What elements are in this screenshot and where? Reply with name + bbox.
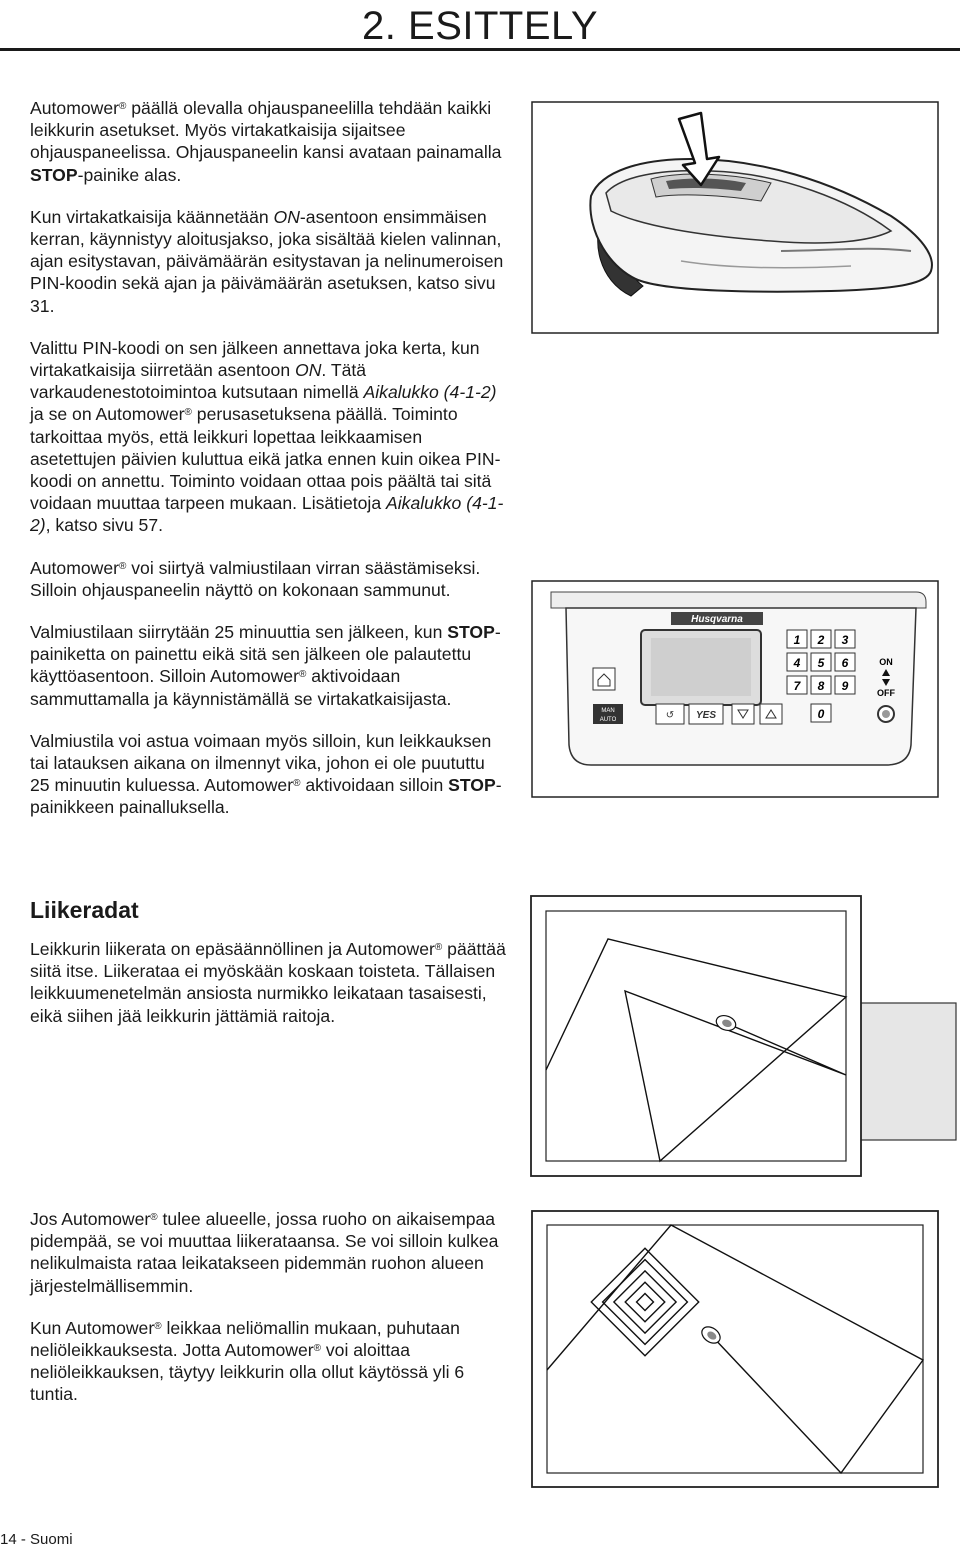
section-heading-liikeradat: Liikeradat	[30, 897, 139, 923]
panel-lid-edge	[550, 591, 927, 609]
back-icon: ↺	[666, 710, 674, 721]
up-button[interactable]	[759, 703, 783, 725]
up-arrow-icon	[765, 709, 777, 719]
key-5-label: 5	[818, 656, 825, 670]
key-3-label: 3	[842, 633, 849, 647]
spiral-cutting-diagram	[531, 1210, 939, 1488]
intro-text-block: Automower® päällä olevalla ohjauspaneeli…	[30, 97, 508, 819]
brand-plate	[671, 612, 763, 625]
body-stripe	[780, 247, 912, 252]
key-6[interactable]	[834, 652, 856, 672]
mower-illustration	[531, 101, 939, 334]
on-arrow-icon	[882, 669, 890, 676]
key-8-label: 8	[818, 679, 825, 693]
figure-frame	[530, 895, 862, 1177]
key-0[interactable]	[810, 703, 832, 723]
key-4-label: 4	[793, 656, 801, 670]
key-4[interactable]	[786, 652, 808, 672]
brand-name: Husqvarna	[691, 614, 743, 625]
key-3[interactable]	[834, 629, 856, 649]
auto-label: AUTO	[600, 717, 617, 723]
key-5[interactable]	[810, 652, 832, 672]
key-9[interactable]	[834, 675, 856, 695]
key-1[interactable]	[786, 629, 808, 649]
yes-label: YES	[696, 710, 716, 721]
body-stripe	[680, 260, 852, 269]
lawn-boundary	[546, 1224, 924, 1474]
random-cutting-diagram	[530, 895, 957, 1177]
stop-button	[666, 178, 746, 191]
paragraph-standby-fault: Valmiustila voi astua voimaan myös sillo…	[30, 730, 502, 818]
keypad: 1 2 3 4 5 6 7 8 9 0	[786, 629, 856, 723]
figure-frame	[531, 1210, 939, 1488]
back-button[interactable]	[655, 703, 685, 725]
movement-text-block: Leikkurin liikerata on epäsäännöllinen j…	[30, 938, 508, 1027]
paragraph-movement: Leikkurin liikerata on epäsäännöllinen j…	[30, 939, 506, 1026]
key-0-label: 0	[818, 707, 825, 721]
paragraph-spiral-cutting: Kun Automower® leikkaa neliömallin mukaa…	[30, 1317, 465, 1405]
key-2[interactable]	[810, 629, 832, 649]
key-6-label: 6	[842, 656, 849, 670]
home-icon	[597, 673, 611, 687]
display-screen	[651, 638, 751, 696]
on-label: ON	[879, 657, 893, 667]
down-arrow-icon	[737, 709, 749, 719]
paragraph-longer-grass: Jos Automower® tulee alueelle, jossa ruo…	[30, 1209, 499, 1296]
mower-icon	[715, 1014, 737, 1032]
path-line	[546, 1224, 925, 1475]
paragraph-control-panel: Automower® päällä olevalla ohjauspaneeli…	[30, 98, 502, 185]
down-button[interactable]	[731, 703, 755, 725]
off-arrow-icon	[882, 679, 890, 686]
control-panel-illustration: Husqvarna MAN AUTO ↺ YES 1 2 3 4 5 6 7 8…	[531, 580, 939, 798]
paragraph-pin: Valittu PIN-koodi on sen jälkeen annetta…	[30, 337, 504, 536]
key-7-label: 7	[794, 679, 802, 693]
key-8[interactable]	[810, 675, 832, 695]
key-1-label: 1	[794, 633, 801, 647]
mower-icon	[701, 1326, 721, 1344]
neighbor-area	[859, 1002, 957, 1141]
lawn-boundary	[545, 910, 847, 1162]
paragraph-standby: Automower® voi siirtyä valmiustilaan vir…	[30, 557, 481, 600]
paragraph-standby-timing: Valmiustilaan siirrytään 25 minuuttia se…	[30, 622, 501, 709]
random-path	[545, 938, 848, 1163]
off-label: OFF	[877, 688, 895, 698]
key-9-label: 9	[842, 679, 849, 693]
spiral-pattern	[590, 1247, 700, 1357]
power-switch-knob	[882, 710, 890, 718]
yes-button[interactable]	[688, 703, 724, 725]
spiral-text-block: Jos Automower® tulee alueelle, jossa ruo…	[30, 1208, 508, 1406]
key-7[interactable]	[786, 675, 808, 695]
key-2-label: 2	[817, 633, 825, 647]
page-header: 2. ESITTELY	[0, 0, 960, 51]
header-rule	[0, 48, 960, 51]
pointer-arrow	[677, 111, 721, 187]
page-number: 14 - Suomi	[0, 1531, 73, 1548]
mode-button[interactable]	[593, 704, 623, 724]
man-label: MAN	[601, 708, 614, 714]
paragraph-startup: Kun virtakatkaisija käännetään ON-asento…	[30, 206, 504, 316]
page-title: 2. ESITTELY	[362, 4, 598, 48]
home-button[interactable]	[592, 667, 616, 691]
